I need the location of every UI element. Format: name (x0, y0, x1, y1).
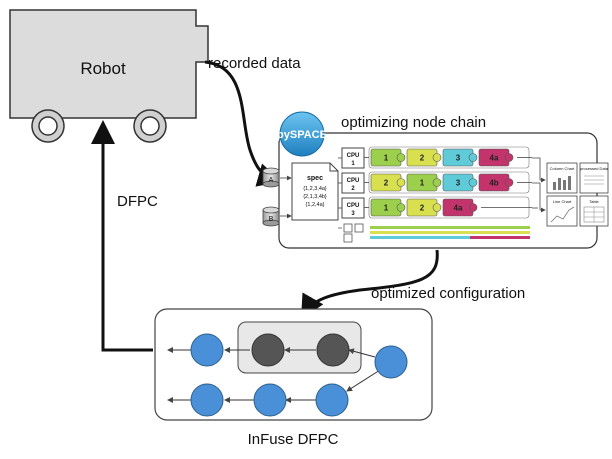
pyspace-logo-text: pySPACE (277, 129, 327, 141)
output-label: processed Data (580, 166, 609, 171)
cpu-number: 2 (351, 186, 355, 192)
pyspace-title: optimizing node chain (341, 114, 486, 131)
spec-line: {1,2,3,4a} (303, 186, 327, 192)
progress-strips (370, 226, 530, 239)
graph-node (253, 383, 287, 417)
chain-node: 4a (478, 148, 514, 167)
chain-node-label: 1 (420, 179, 425, 188)
arrow-dfpc-label: DFPC (117, 193, 158, 210)
infuse-dfpc: InFuse DFPC (154, 308, 433, 448)
cpu-label: CPU (347, 203, 360, 209)
chain-node: 1 (406, 173, 442, 192)
spec-line: {1,2,4a} (306, 202, 325, 208)
chain-node-knob (504, 178, 514, 187)
chain-node-knob (432, 203, 442, 212)
chain-node: 2 (406, 148, 442, 167)
graph-node-source (374, 345, 408, 379)
graph-node (190, 383, 224, 417)
chain-node: 3 (442, 173, 478, 192)
chain-node-knob (432, 178, 442, 187)
graph-node (190, 333, 224, 367)
chain-node-label: 2 (384, 179, 389, 188)
arrow-recorded-data (204, 60, 282, 187)
chain-node: 4b (478, 173, 514, 192)
output-table: Table (579, 195, 609, 227)
node-chain: 1 2 3 4a (364, 146, 532, 169)
graph-node-optimized (316, 333, 350, 367)
arrow-recorded-data-label: recorded data (208, 55, 301, 72)
chain-node: 1 (370, 198, 406, 217)
chain-node-label: 3 (456, 179, 461, 188)
dataset-a: A (262, 167, 280, 188)
spec-title: spec (307, 175, 323, 182)
dataset-a-label: A (269, 177, 274, 184)
graph-node-optimized (251, 333, 285, 367)
robot-wheel-left (31, 109, 65, 143)
spec-document: spec {1,2,3,4a} {2,1,3,4b} {1,2,4a} (291, 162, 339, 221)
chain-node-label: 1 (384, 204, 389, 213)
cpu-number: 3 (351, 211, 355, 217)
chain-node: 4a (442, 198, 478, 217)
graph-edges (167, 347, 381, 403)
chain-node-label: 3 (456, 154, 461, 163)
node-chain: 1 2 4a (364, 196, 532, 219)
chain-node: 2 (406, 198, 442, 217)
pyspace-panel: pySPACE optimizing node chain A B spec {… (262, 111, 609, 249)
chain-node: 2 (370, 173, 406, 192)
robot-wheel-right (133, 109, 167, 143)
chain-node: 3 (442, 148, 478, 167)
cpu-box: CPU 2 (341, 172, 365, 194)
arrow-dfpc (91, 120, 153, 352)
chain-node-knob (504, 153, 514, 162)
output-label: Column Chart (550, 166, 576, 171)
chain-node: 1 (370, 148, 406, 167)
chain-node-knob (396, 178, 406, 187)
chain-node-label: 4a (490, 154, 499, 163)
chain-node-knob (468, 178, 478, 187)
chain-node-knob (432, 153, 442, 162)
spec-line: {2,1,3,4b} (303, 194, 327, 200)
output-label: Table (589, 199, 599, 204)
chain-node-label: 1 (384, 154, 389, 163)
queue-square (343, 233, 353, 243)
chain-node-knob (468, 153, 478, 162)
cpu-number: 1 (351, 161, 355, 167)
cpu-box: CPU 3 (341, 197, 365, 219)
dataset-b: B (262, 206, 280, 227)
robot: Robot (9, 9, 209, 143)
cpu-box: CPU 1 (341, 147, 365, 169)
arrow-optimized-configuration (301, 249, 439, 320)
chain-node-label: 4a (454, 204, 463, 213)
infuse-caption: InFuse DFPC (248, 431, 339, 448)
queue-square (343, 223, 353, 233)
graph-node (315, 383, 349, 417)
arrow-optimized-configuration-label: optimized configuration (371, 285, 525, 302)
chain-node-knob (468, 203, 478, 212)
chain-node-knob (396, 153, 406, 162)
chain-node-knob (396, 203, 406, 212)
queue-square (354, 223, 364, 233)
robot-label: Robot (80, 59, 126, 78)
output-processed-data: processed Data (579, 162, 609, 194)
node-chain: 2 1 3 4b (364, 171, 532, 194)
cpu-label: CPU (347, 178, 360, 184)
output-label: Line Chart (553, 199, 572, 204)
chain-node-label: 2 (420, 154, 425, 163)
output-line-chart: Line Chart (546, 195, 578, 227)
cpu-label: CPU (347, 153, 360, 159)
output-column-chart: Column Chart (546, 162, 578, 194)
pyspace-logo: pySPACE (277, 111, 327, 157)
chain-node-label: 2 (420, 204, 425, 213)
node-chains: 1 2 3 4a 2 1 3 4b 1 2 4a (364, 146, 532, 219)
chain-node-label: 4b (489, 179, 498, 188)
dataset-b-label: B (269, 216, 274, 223)
